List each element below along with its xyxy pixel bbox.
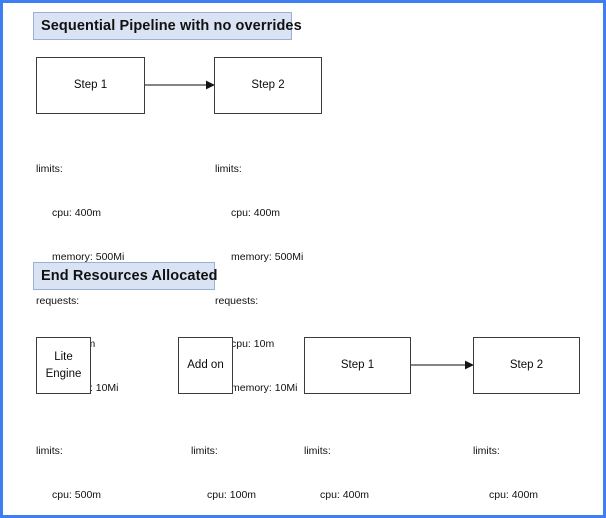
spec-limits-cpu: cpu: 400m <box>489 488 539 501</box>
node-label: Step 1 <box>340 359 375 372</box>
spec-bottom-step-1: limits: cpu: 400m memory: 500Mi requests… <box>304 415 392 515</box>
spec-limits-label: limits: <box>36 163 63 176</box>
node-add-on[interactable]: Add on <box>178 337 233 394</box>
section-title-end-resources-allocated: End Resources Allocated <box>33 262 218 290</box>
node-label: Step 1 <box>73 79 108 92</box>
spec-bottom-step-2: limits: cpu: 400m memory: 500Mi requests… <box>473 415 561 515</box>
spec-requests-label: requests: <box>215 294 259 307</box>
spec-limits-cpu: cpu: 400m <box>231 206 281 219</box>
node-label: Step 2 <box>251 79 285 92</box>
spec-limits-memory: memory: 500Mi <box>52 250 125 263</box>
spec-requests-label: requests: <box>36 294 80 307</box>
spec-limits-label: limits: <box>473 445 500 458</box>
spec-limits-label: limits: <box>215 163 242 176</box>
spec-limits-label: limits: <box>36 445 63 458</box>
spec-limits-label: limits: <box>304 445 331 458</box>
spec-requests-cpu: cpu: 10m <box>231 338 275 351</box>
spec-limits-cpu: cpu: 400m <box>52 206 102 219</box>
node-label-line-1: Lite <box>54 350 73 363</box>
node-top-step-2[interactable]: Step 2 <box>214 57 322 114</box>
node-label-line-2: Engine <box>45 367 82 380</box>
node-bottom-step-2[interactable]: Step 2 <box>473 337 580 394</box>
spec-limits-cpu: cpu: 500m <box>52 488 102 501</box>
section-title-sequential-pipeline: Sequential Pipeline with no overrides <box>33 12 302 40</box>
arrow-top-step1-to-step2 <box>144 80 215 90</box>
node-label: Add on <box>187 359 224 372</box>
spec-requests-memory: memory: 10Mi <box>231 382 298 395</box>
spec-limits-memory: memory: 500Mi <box>231 250 304 263</box>
node-top-step-1[interactable]: Step 1 <box>36 57 145 114</box>
node-label: Step 2 <box>509 359 544 372</box>
spec-lite-engine: limits: cpu: 500m memory: 600Mi requests… <box>36 415 124 515</box>
spec-limits-cpu: cpu: 100m <box>207 488 257 501</box>
node-bottom-step-1[interactable]: Step 1 <box>304 337 411 394</box>
spec-top-step-2: limits: cpu: 400m memory: 500Mi requests… <box>215 133 303 425</box>
arrow-bottom-step1-to-step2 <box>410 360 474 370</box>
spec-limits-label: limits: <box>191 445 218 458</box>
spec-limits-cpu: cpu: 400m <box>320 488 370 501</box>
spec-add-on: limits: cpu: 100m memory: 100Mi requests… <box>191 415 279 515</box>
